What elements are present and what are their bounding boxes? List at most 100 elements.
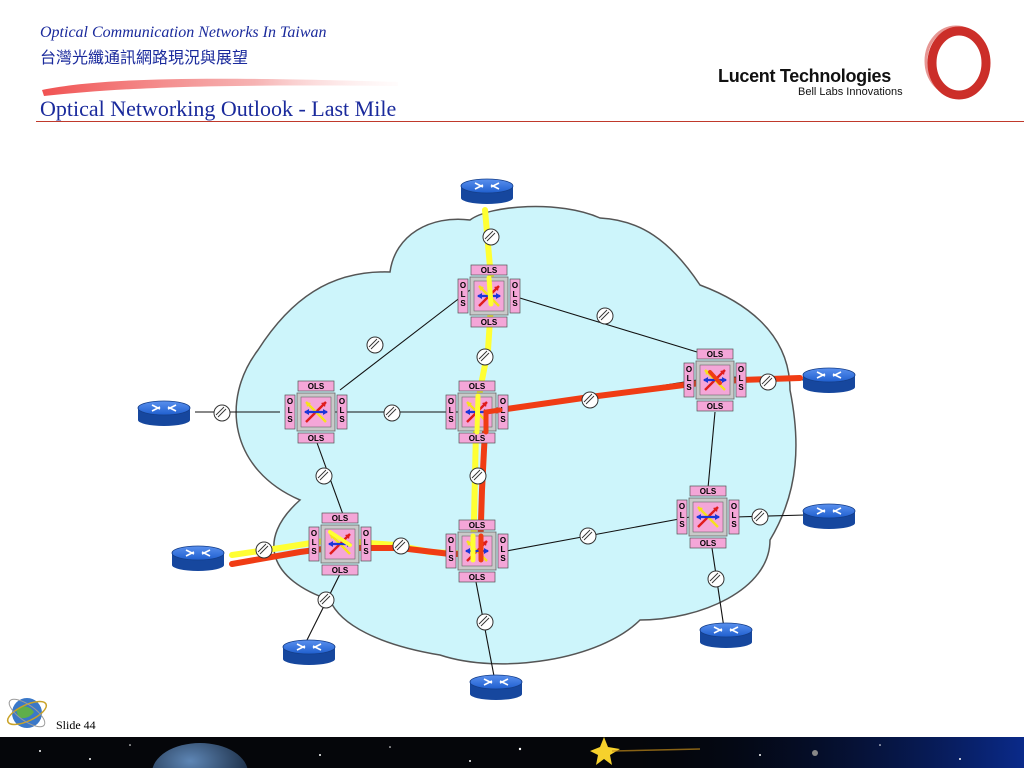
amplifier-icon (383, 404, 401, 422)
ols-side-letter: S (731, 520, 737, 529)
ols-side-letter: L (739, 374, 744, 383)
ols-side-letter: S (311, 547, 317, 556)
ols-label: OLS (469, 382, 486, 391)
brand-tagline: Bell Labs Innovations (798, 86, 903, 98)
amplifier-icon (751, 508, 769, 526)
amplifier-icon (476, 613, 494, 631)
ols-side-letter: O (679, 502, 685, 511)
router-icon (282, 639, 336, 666)
ols-side-letter: L (288, 406, 293, 415)
ols-side-letter: O (686, 365, 692, 374)
amplifier-icon (581, 391, 599, 409)
ols-label: OLS (700, 487, 717, 496)
ols-side-letter: L (513, 290, 518, 299)
amplifier-icon (579, 527, 597, 545)
ols-side-letter: S (287, 415, 293, 424)
router-icon (137, 400, 191, 427)
amplifier-icon (317, 591, 335, 609)
ols-side-letter: S (500, 415, 506, 424)
amplifier-icon (596, 307, 614, 325)
amplifier-icon (213, 404, 231, 422)
router-icon (460, 178, 514, 205)
ols-side-letter: L (340, 406, 345, 415)
optical-crossconnect-icon (687, 496, 729, 538)
ols-label: OLS (469, 521, 486, 530)
ols-side-letter: S (500, 554, 506, 563)
ols-label: OLS (700, 539, 717, 548)
optical-crossconnect-icon (295, 391, 337, 433)
ols-label: OLS (707, 350, 724, 359)
ols-side-letter: S (363, 547, 369, 556)
amplifier-icon (392, 537, 410, 555)
amplifier-icon (366, 336, 384, 354)
ols-side-letter: O (738, 365, 744, 374)
ols-side-letter: O (460, 281, 466, 290)
amplifier-icon (482, 228, 500, 246)
ols-side-letter: S (448, 554, 454, 563)
network-diagram: OLSOLSOLSOLSOLSOLSOLSOLSOLSOLSOLSOLSOLSO… (137, 178, 856, 700)
amplifier-icon (255, 541, 273, 559)
ols-side-letter: L (501, 406, 506, 415)
lucent-brand: Lucent Technologies Bell Labs Innovation… (718, 66, 903, 98)
ols-label: OLS (469, 573, 486, 582)
ols-side-letter: O (512, 281, 518, 290)
page-title: Optical Networking Outlook - Last Mile (40, 96, 396, 122)
router-icon (699, 622, 753, 649)
ols-side-letter: S (460, 299, 466, 308)
ols-label: OLS (332, 514, 349, 523)
ols-label: OLS (707, 402, 724, 411)
optical-crossconnect-icon (456, 530, 498, 572)
ols-side-letter: O (448, 536, 454, 545)
ols-side-letter: L (680, 511, 685, 520)
header-divider (36, 121, 1024, 122)
amplifier-icon (315, 467, 333, 485)
ols-side-letter: L (364, 538, 369, 547)
ols-label: OLS (308, 382, 325, 391)
router-icon (802, 503, 856, 530)
ols-side-letter: L (687, 374, 692, 383)
amplifier-icon (476, 348, 494, 366)
amplifier-icon (469, 467, 487, 485)
ols-side-letter: O (448, 397, 454, 406)
ols-side-letter: O (287, 397, 293, 406)
ols-side-letter: S (686, 383, 692, 392)
slide-number: Slide 44 (56, 718, 96, 732)
brand-name: Lucent Technologies (718, 66, 891, 86)
ols-side-letter: L (449, 545, 454, 554)
ols-side-letter: S (679, 520, 685, 529)
router-icon (802, 367, 856, 394)
header-subtitle-cjk: 台灣光纖通訊網路現況與展望 (40, 48, 249, 67)
ols-side-letter: S (339, 415, 345, 424)
ols-side-letter: O (311, 529, 317, 538)
ols-label: OLS (481, 266, 498, 275)
router-icon (171, 545, 225, 572)
ols-side-letter: L (461, 290, 466, 299)
amplifier-icon (707, 570, 725, 588)
ols-label: OLS (469, 434, 486, 443)
ols-side-letter: O (500, 536, 506, 545)
ols-side-letter: L (732, 511, 737, 520)
ols-side-letter: L (449, 406, 454, 415)
optical-crossconnect-icon (319, 523, 361, 565)
ols-side-letter: L (501, 545, 506, 554)
ols-side-letter: O (339, 397, 345, 406)
ols-side-letter: O (363, 529, 369, 538)
router-icon (469, 674, 523, 700)
space-footer-band (0, 737, 1024, 768)
ols-side-letter: S (512, 299, 518, 308)
ols-label: OLS (481, 318, 498, 327)
path-overlay (328, 275, 722, 563)
brush-stroke-decoration (42, 78, 398, 96)
ols-label: OLS (308, 434, 325, 443)
header-subtitle: Optical Communication Networks In Taiwan (40, 24, 327, 41)
page-title-main: Optical Networking Outlook - (40, 96, 312, 121)
ols-nodes: OLSOLSOLSOLSOLSOLSOLSOLSOLSOLSOLSOLSOLSO… (284, 264, 747, 583)
ols-side-letter: S (448, 415, 454, 424)
ols-label: OLS (332, 566, 349, 575)
